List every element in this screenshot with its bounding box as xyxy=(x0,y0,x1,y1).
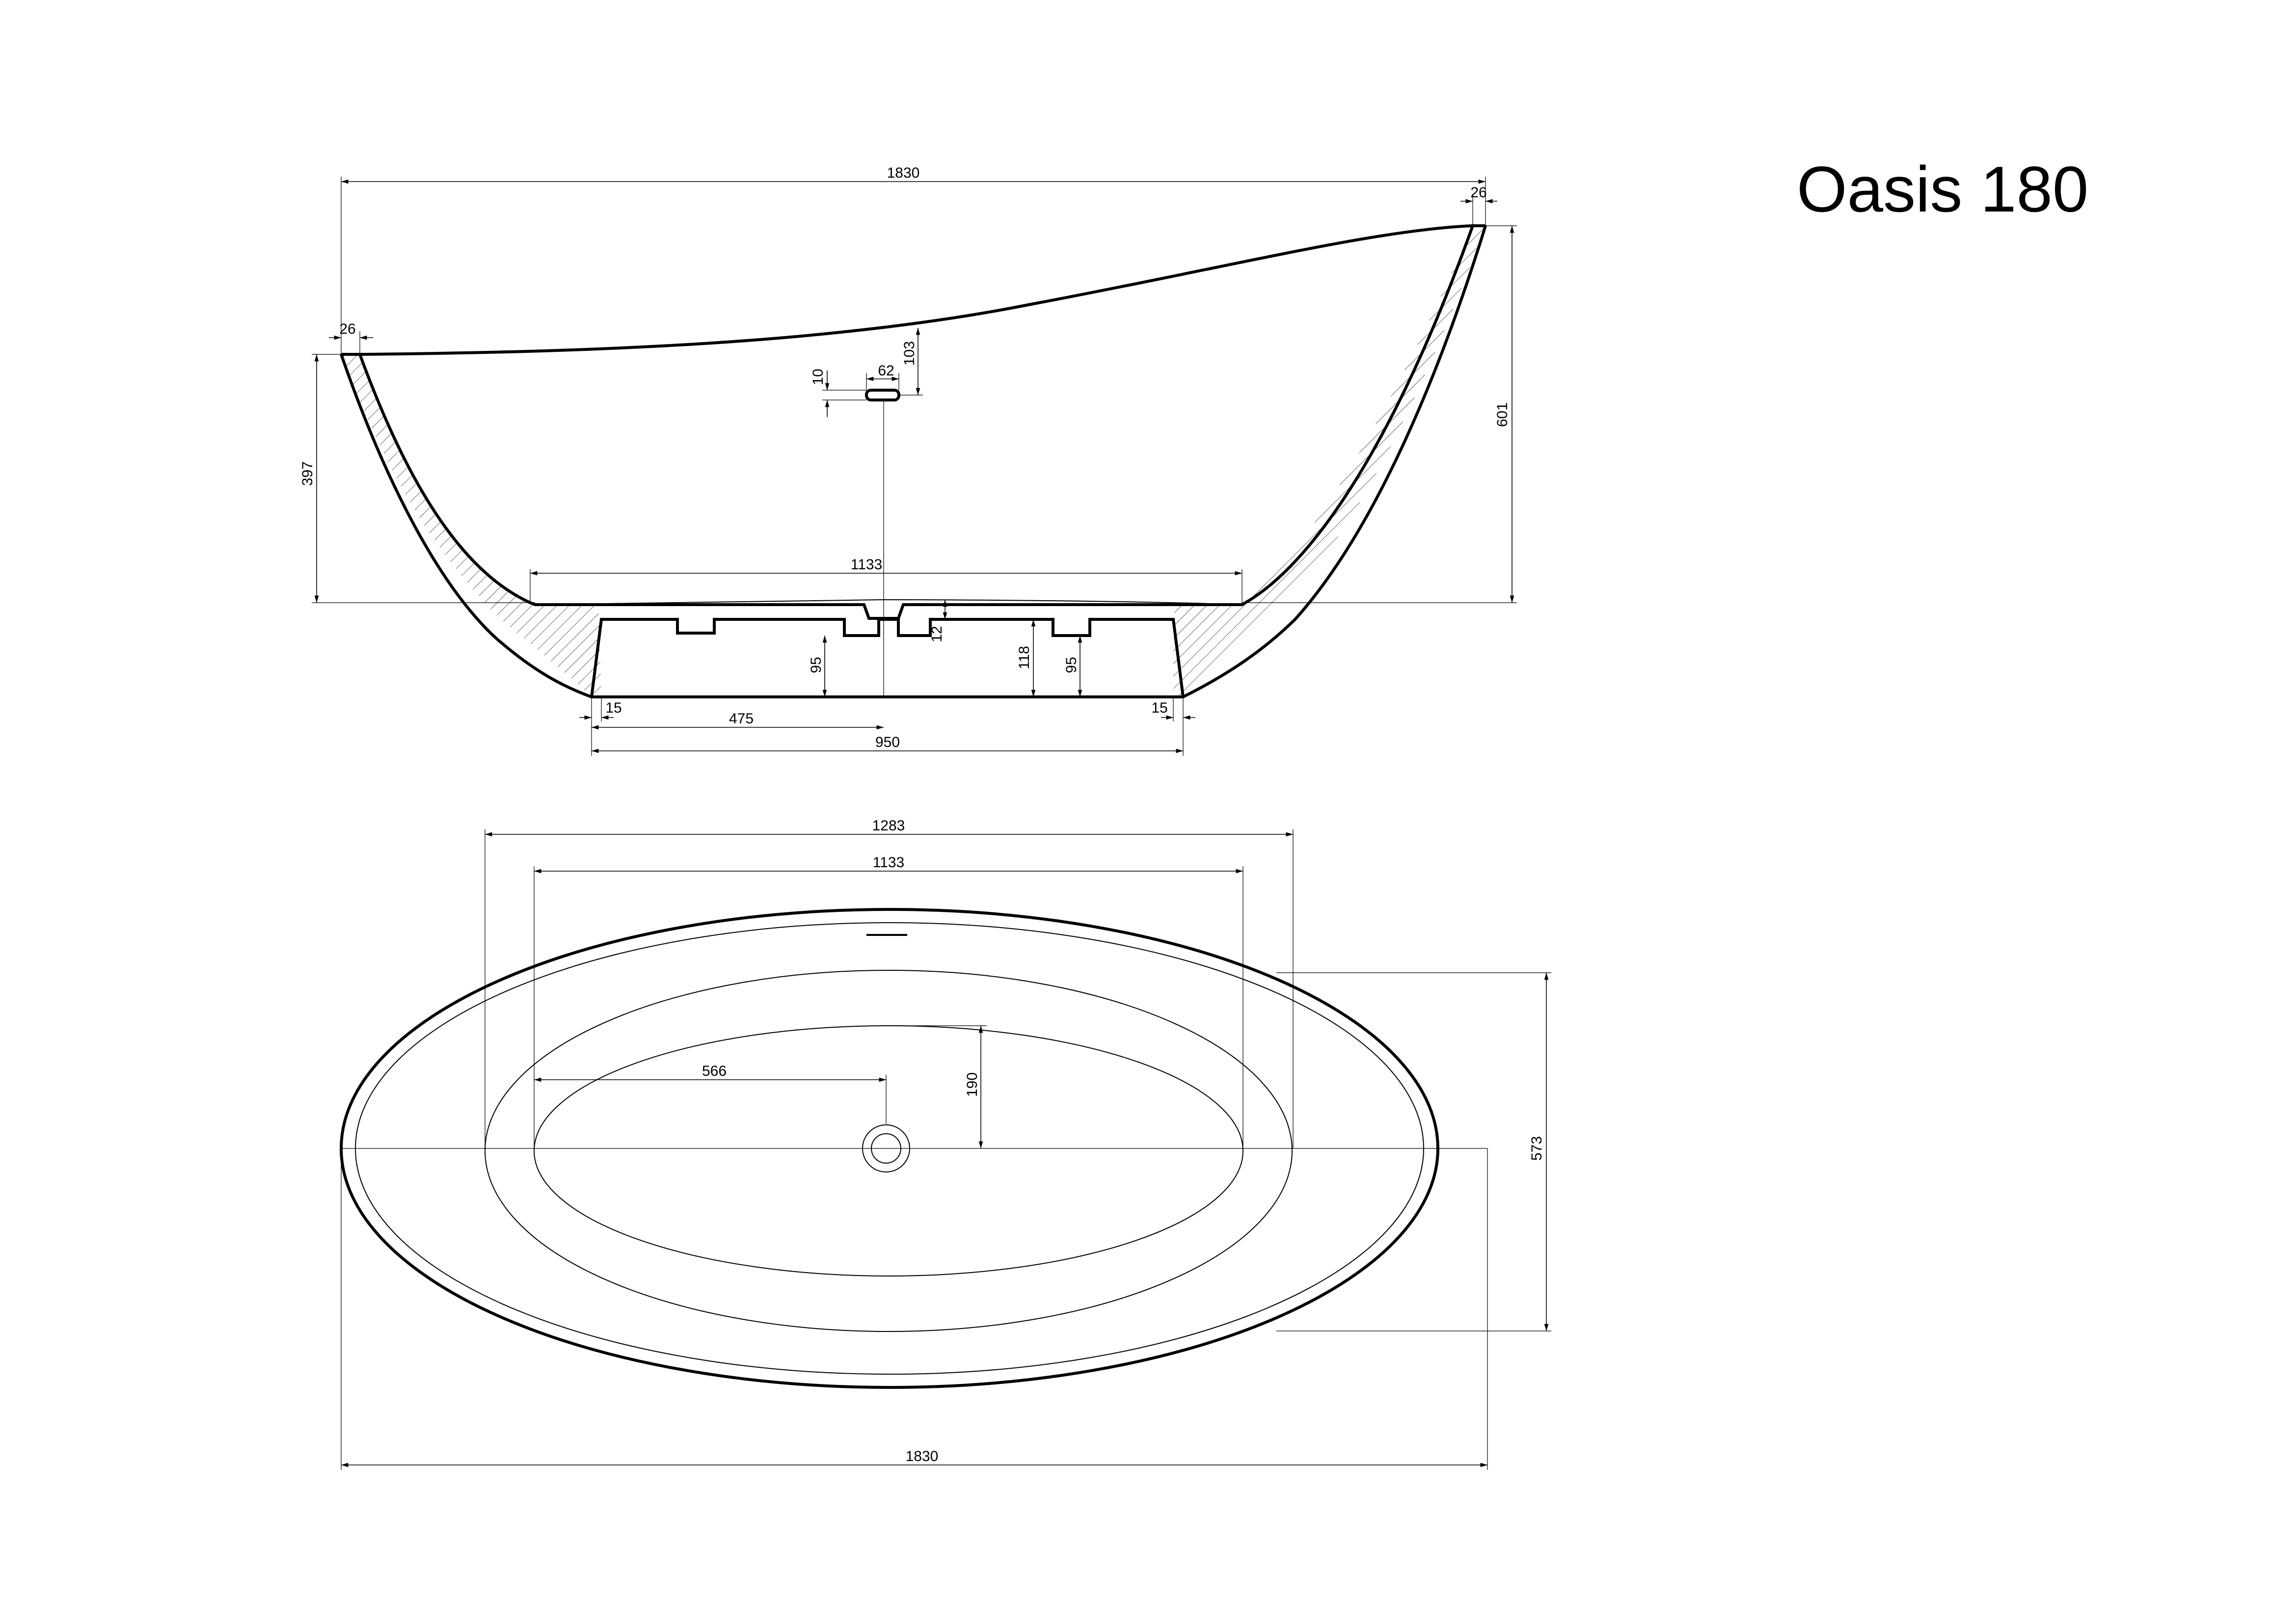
top-view: 1283 1133 566 190 573 1830 xyxy=(340,818,1551,1470)
dim-foot-left: 95 xyxy=(808,657,824,673)
dim-low-end-height: 397 xyxy=(299,461,316,486)
side-view: 1830 26 26 397 601 103 xyxy=(299,165,1517,756)
dim-top-width: 573 xyxy=(1529,1136,1545,1161)
dim-rim-right: 26 xyxy=(1470,185,1486,201)
dim-half-base: 475 xyxy=(729,711,754,727)
dim-top-rim-inner-length: 1283 xyxy=(872,818,905,834)
dim-overflow-offset: 103 xyxy=(901,341,918,366)
dim-top-overall-length: 1830 xyxy=(906,1448,939,1464)
dim-foot-right: 95 xyxy=(1063,657,1080,673)
tub-rim-top xyxy=(341,224,1486,356)
right-wall-section xyxy=(1173,226,1486,697)
drain-outer xyxy=(862,1124,910,1172)
dim-total-height: 601 xyxy=(1494,402,1511,427)
left-wall-section xyxy=(341,354,601,697)
dim-edge-right: 15 xyxy=(1151,700,1167,716)
dim-overflow-width: 62 xyxy=(878,363,894,379)
dim-overflow-height: 10 xyxy=(810,369,826,385)
dim-rim-left: 26 xyxy=(339,321,355,337)
dim-plinth-height: 118 xyxy=(1016,646,1032,669)
overflow-outlet xyxy=(865,389,900,401)
page-title: Oasis 180 xyxy=(1797,153,2089,225)
tub-outer-profile xyxy=(340,225,1487,698)
plinth xyxy=(590,618,1185,697)
top-bowl xyxy=(485,970,1293,1332)
dim-drain-to-center: 190 xyxy=(964,1072,980,1097)
dim-edge-left: 15 xyxy=(605,700,621,716)
dim-top-basin-length: 1133 xyxy=(873,854,905,871)
drain-inner xyxy=(871,1133,901,1164)
dim-side-overall-length: 1830 xyxy=(887,165,920,181)
top-basin xyxy=(534,1025,1243,1277)
tub-inner-profile xyxy=(358,225,1474,620)
dim-drain-depth: 12 xyxy=(929,626,945,642)
dim-base-length: 950 xyxy=(875,734,900,750)
dim-drain-offset: 566 xyxy=(702,1063,727,1079)
dim-inner-floor-length: 1133 xyxy=(851,557,883,573)
